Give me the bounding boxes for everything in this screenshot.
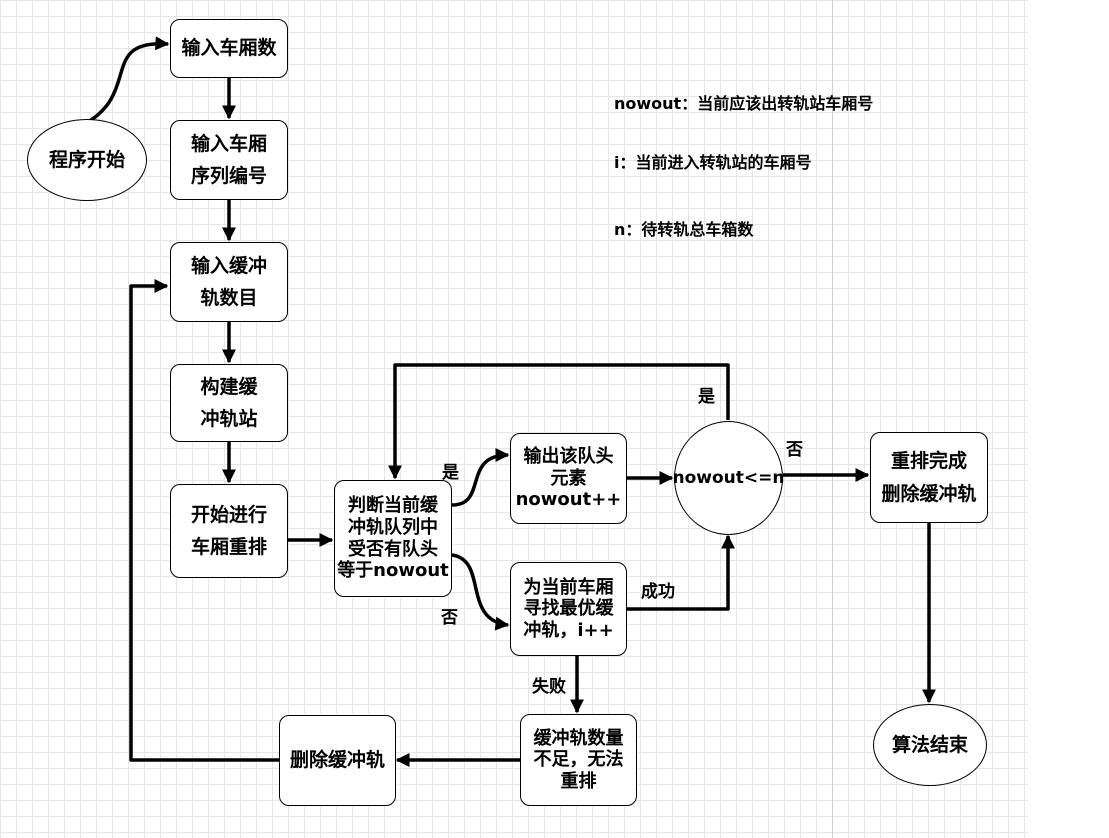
node-rearrange-complete: 重排完成 删除缓冲轨 [870,432,988,523]
node-insufficient-buffers: 缓冲轨数量 不足，无法 重排 [520,714,637,806]
label-cond-yes: 是 [698,387,715,407]
edge-judge-yes [451,448,510,507]
edge-delete-loop [129,279,279,762]
node-input-car-sequence: 输入车厢 序列编号 [170,120,288,200]
node-build-buffer-station: 构建缓 冲轨站 [170,364,288,442]
label-fail: 失败 [532,677,566,697]
node-input-buffer-count: 输入缓冲 轨数目 [170,242,288,322]
node-output-head: 输出该队头 元素 nowout++ [510,433,627,524]
node-begin-rearrange: 开始进行 车厢重排 [170,484,288,578]
node-program-start: 程序开始 [27,119,147,201]
legend-n: n：待转轨总车箱数 [614,220,754,239]
page-margin [1028,0,1109,838]
label-judge-yes: 是 [442,463,459,483]
label-cond-no: 否 [786,440,803,460]
edge-find-success [627,534,735,611]
edge-judge-no [451,553,510,631]
legend-i: i：当前进入转轨站的车厢号 [614,153,812,172]
label-success: 成功 [641,582,675,602]
legend-nowout: nowout：当前应该出转轨站车厢号 [614,94,874,113]
edge-start-to-count [87,36,170,124]
label-judge-no: 否 [441,608,458,628]
edge-cond-yes-loop [388,363,730,480]
page-guide-line [832,0,833,838]
node-condition-nowout: nowout<=n [673,421,785,535]
node-delete-buffer: 删除缓冲轨 [279,715,396,806]
node-find-best-buffer: 为当前车厢 寻找最优缓 冲轨，i++ [510,562,627,656]
node-input-car-count: 输入车厢数 [170,19,288,78]
node-algorithm-end: 算法结束 [873,704,987,786]
node-judge-queue-head: 判断当前缓 冲轨队列中 受否有队头 等于nowout [334,480,452,597]
